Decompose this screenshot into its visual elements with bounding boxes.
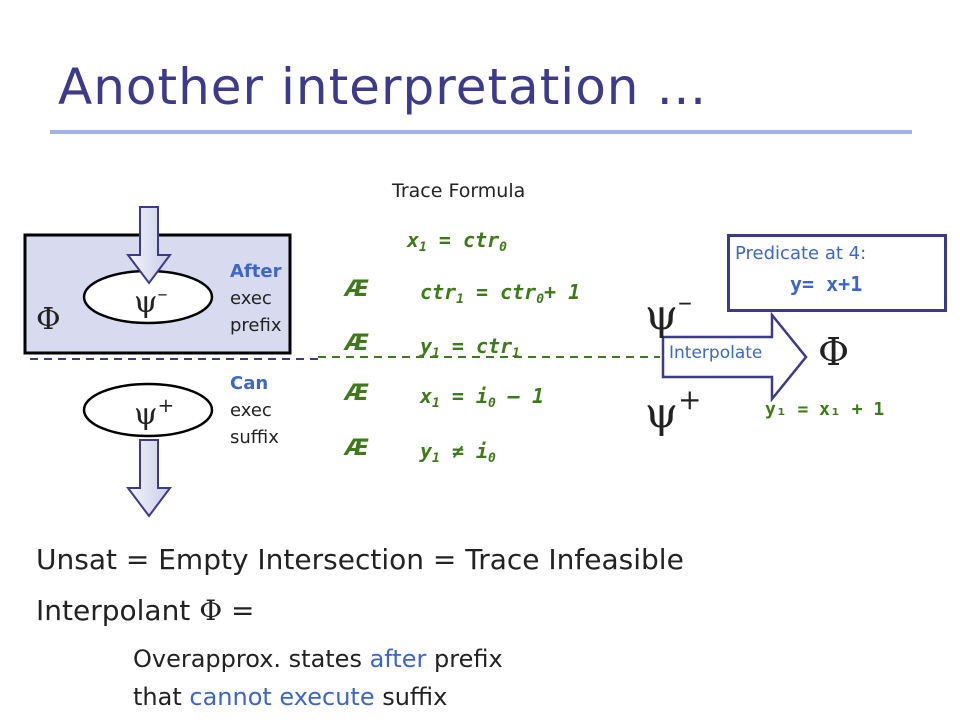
slide-title: Another interpretation … — [58, 58, 708, 116]
trace-line-1: x1 = ctr0 — [407, 228, 507, 255]
unsat-statement: Unsat = Empty Intersection = Trace Infea… — [36, 543, 684, 576]
predicate-value: y= x+1 — [790, 272, 863, 296]
psi-minus-symbol-right: ψ– — [645, 285, 692, 339]
can-exec-suffix-label: Can exec suffix — [230, 373, 279, 448]
cannot-execute-line: that cannot execute suffix — [133, 683, 448, 711]
and-symbol-1: Æ — [345, 277, 369, 302]
and-symbol-3: Æ — [345, 381, 369, 406]
overapprox-line: Overapprox. states after prefix — [133, 645, 503, 673]
psi-plus-ellipse — [82, 382, 214, 438]
trace-formula-heading: Trace Formula — [392, 180, 526, 202]
predicate-title: Predicate at 4: — [735, 243, 867, 264]
down-arrow-top — [126, 206, 172, 285]
psi-plus-symbol-left: ψ+ — [134, 393, 175, 432]
and-symbol-4: Æ — [345, 436, 369, 461]
down-arrow-bottom — [126, 439, 172, 518]
trace-line-4: x1 = i0 – 1 — [420, 384, 545, 411]
interpolate-arrow — [661, 311, 808, 403]
phi-symbol-right: Φ — [818, 330, 850, 374]
interpolate-label: Interpolate — [669, 343, 763, 363]
title-underline — [50, 130, 912, 134]
trace-line-5: y1 ≠ i0 — [420, 439, 496, 466]
trace-line-2: ctr1 = ctr0+ 1 — [420, 280, 581, 307]
and-symbol-2: Æ — [345, 331, 369, 356]
trace-line-3: y1 = ctr1 — [420, 334, 520, 361]
interpolant-definition: Interpolant Φ = — [36, 594, 255, 627]
after-exec-prefix-label: After exec prefix — [230, 261, 282, 336]
psi-plus-symbol-right: ψ+ — [645, 383, 702, 437]
psi-minus-symbol-left: ψ– — [134, 281, 168, 320]
interpolant-formula: y₁ = x₁ + 1 — [765, 399, 885, 420]
phi-symbol-left: Φ — [36, 302, 61, 337]
predicate-box — [727, 234, 947, 312]
